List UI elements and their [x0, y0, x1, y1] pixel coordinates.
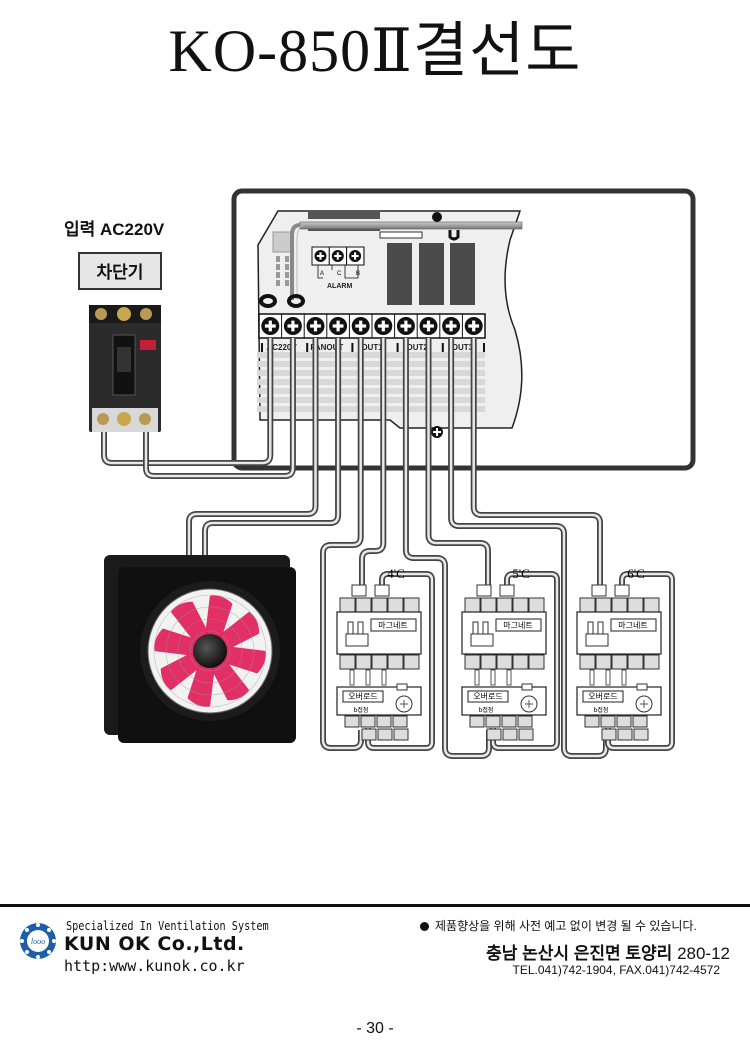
alarm-label: ALARM: [327, 283, 352, 290]
footer-divider: [0, 904, 750, 907]
terminal-screw-icon: [283, 317, 302, 335]
address-text: 충남 논산시 은진면 토양리: [486, 944, 673, 963]
terminal-group-label: OUT2: [407, 343, 429, 352]
alarm-terminal-c: C: [337, 271, 342, 277]
terminal-screw-icon: [306, 317, 325, 335]
breaker-label: 차단기: [78, 252, 162, 290]
magnetic-contactor: [576, 584, 662, 741]
svg-text:looo: looo: [31, 937, 45, 946]
terminal-screw-icon: [419, 317, 438, 335]
terminal-group-label: FANOUT: [310, 343, 343, 352]
alarm-screw-icon: [349, 250, 362, 262]
company-logo-icon: looo: [20, 923, 56, 959]
ic-chip: [272, 231, 292, 253]
alarm-screw-icon: [331, 250, 344, 262]
temperature-setpoint-label: 5'C: [512, 566, 530, 581]
relay-1: [387, 243, 412, 305]
contact-phone-fax: TEL.041)742-1904, FAX.041)742-4572: [512, 963, 720, 977]
temperature-setpoint-label: 4'C: [387, 566, 405, 581]
relay-2: [419, 243, 444, 305]
page-number: - 30 -: [356, 1020, 394, 1037]
b-contact-label: b접점: [354, 706, 369, 714]
circuit-breaker: [89, 305, 161, 432]
b-contact-label: b접점: [594, 706, 609, 714]
connector-header: [379, 231, 423, 239]
fan-hub: [193, 634, 227, 668]
terminal-screw-icon: [442, 317, 461, 335]
terminal-screw-icon: [351, 317, 370, 335]
bullet-icon: [420, 922, 429, 932]
company-address: 충남 논산시 은진면 토양리 280-12: [486, 939, 730, 964]
board-label-rows: [257, 352, 485, 412]
notice-message: 제품향상을 위해 사전 예고 없이 변경 될 수 있습니다.: [435, 919, 697, 933]
notice-text: 제품향상을 위해 사전 예고 없이 변경 될 수 있습니다.: [420, 917, 697, 934]
company-url[interactable]: http:www.kunok.co.kr: [64, 957, 245, 975]
magnetic-contactor: [336, 584, 422, 741]
resistor-column: [276, 256, 289, 286]
alarm-terminal-block: [311, 246, 365, 266]
magnet-label: 마그네트: [618, 621, 647, 630]
input-voltage-label: 입력 AC220V: [64, 220, 165, 239]
terminal-screw-icon: [329, 317, 348, 335]
overload-label: 오버로드: [473, 691, 502, 701]
wire-loop-left: [259, 294, 277, 308]
alarm-terminal-a: A: [320, 271, 324, 277]
wires: [101, 338, 675, 759]
main-terminal-block: [258, 313, 486, 339]
sensor-bar: [299, 221, 523, 230]
magnetic-contactor: [461, 584, 547, 741]
temperature-setpoint-label: 6'C: [627, 566, 645, 581]
terminal-group-label: OUT3: [452, 343, 474, 352]
terminal-screw-icon: [464, 317, 483, 335]
relay-3: [450, 243, 475, 305]
b-contact-label: b접점: [479, 706, 494, 714]
board-clip: [448, 230, 460, 241]
terminal-screw-icon: [374, 317, 393, 335]
magnet-label: 마그네트: [503, 621, 532, 630]
address-number: 280-12: [677, 944, 730, 963]
page-title: KO-850Ⅱ결선도: [168, 18, 582, 84]
exhaust-fan: [104, 555, 296, 743]
alarm-screw-icon: [314, 250, 327, 262]
terminal-screw-icon: [261, 317, 280, 335]
overload-label: 오버로드: [348, 691, 377, 701]
terminal-screw-icon: [396, 317, 415, 335]
overload-label: 오버로드: [588, 691, 617, 701]
terminal-group-label: OUT1: [361, 343, 383, 352]
board-screw-top: [432, 212, 442, 222]
magnet-label: 마그네트: [378, 621, 407, 630]
company-tagline: Specialized In Ventilation System: [66, 919, 269, 933]
terminal-group-label: AC220V: [266, 343, 297, 352]
terminal-labels: AC220V FANOUT OUT1 OUT2 OUT3: [261, 343, 485, 352]
company-name: KUN OK Co.,Ltd.: [64, 933, 245, 955]
board-display-strip: [308, 211, 380, 219]
wire-loop-right: [287, 294, 305, 308]
